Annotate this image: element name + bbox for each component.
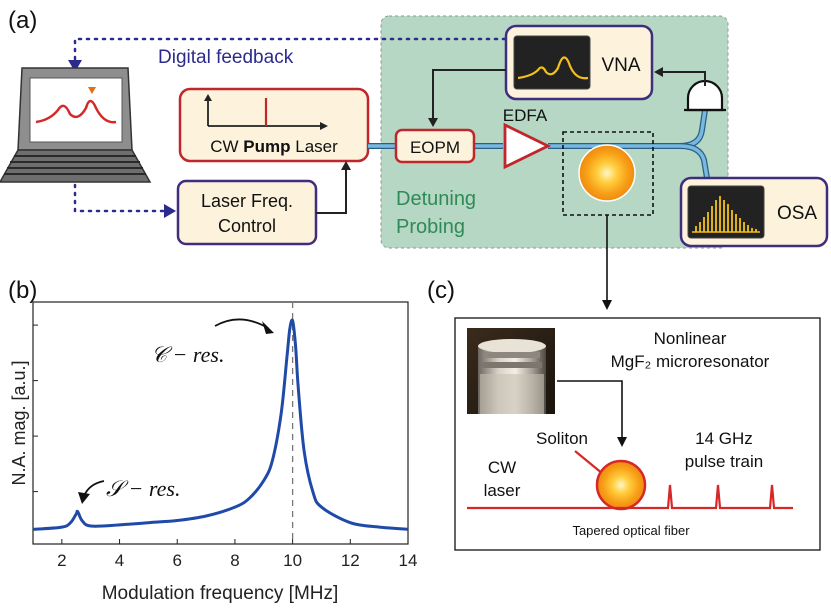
- edfa-amplifier-icon: [503, 122, 552, 170]
- annotation-s-arrowhead: [78, 492, 90, 504]
- photodiode-to-vna-line: [662, 71, 706, 86]
- eopm-label: EOPM: [410, 138, 460, 157]
- eopm-input-arrowhead: [428, 118, 438, 127]
- pulse-label-line1: 14 GHz: [695, 429, 753, 448]
- tapered-fiber-line: [467, 484, 793, 510]
- x-tick-label: 14: [399, 551, 418, 570]
- y-ticks: [33, 324, 38, 493]
- annotation-c-arrowhead: [262, 321, 274, 334]
- annotation-c-res: 𝒞 − res.: [151, 342, 224, 367]
- laptop-icon: [0, 67, 152, 183]
- y-axis-label: N.A. mag. [a.u.]: [9, 360, 29, 485]
- fiber-label: Tapered optical fiber: [572, 523, 690, 538]
- cw-label-line1: CW: [488, 458, 516, 477]
- series-line: [32, 318, 409, 531]
- freq-control-line2: Control: [218, 216, 276, 236]
- control-to-laser-line: [316, 168, 347, 214]
- chart-frame: [32, 301, 409, 545]
- vna-to-eopm-line: [432, 69, 506, 120]
- spectrum-chart: 2 4 6 8 10 12 14 N.A. mag. [a.u.] Modulation f…: [9, 301, 417, 604]
- resonator-photo: [467, 328, 555, 414]
- vna-box: VNA: [504, 24, 654, 101]
- osa-label: OSA: [777, 203, 817, 224]
- vna-input-arrowhead: [654, 67, 663, 77]
- digital-feedback-label: Digital feedback: [158, 47, 294, 68]
- annotation-c-arrow: [214, 318, 269, 329]
- vna-label: VNA: [601, 55, 640, 76]
- detuning-label-line1: Detuning: [396, 188, 476, 210]
- fiber-path: [368, 109, 710, 179]
- photodiode-icon: [684, 79, 726, 112]
- eopm-box: EOPM: [394, 128, 476, 164]
- x-tick-label: 12: [341, 551, 360, 570]
- x-tick-label: 8: [230, 551, 239, 570]
- osa-box: OSA: [679, 176, 829, 248]
- pump-laser-box: CW Pump Laser: [178, 87, 370, 163]
- digital-feedback-line: [73, 37, 507, 68]
- control-arrowhead: [164, 204, 176, 218]
- x-tick-label: 10: [283, 551, 302, 570]
- control-to-laser-arrowhead: [341, 161, 351, 170]
- x-axis-label: Modulation frequency [MHz]: [102, 583, 339, 604]
- x-tick-label: 2: [57, 551, 66, 570]
- cw-label-line2: laser: [484, 481, 521, 500]
- soliton-pointer: [574, 450, 604, 475]
- annotation-s-res: 𝒮 − res.: [106, 476, 180, 501]
- detuning-label-line2: Probing: [396, 216, 465, 238]
- inset-title-line1: Nonlinear: [654, 329, 727, 348]
- inset-title-line2: MgF₂ microresonator: [611, 352, 770, 371]
- edfa-label: EDFA: [503, 106, 548, 125]
- soliton-resonator-icon: [595, 459, 647, 511]
- x-tick-label: 4: [115, 551, 124, 570]
- pulse-label-line2: pulse train: [685, 452, 763, 471]
- x-tick-label: 6: [172, 551, 181, 570]
- panel-label-b: (b): [8, 277, 37, 304]
- microresonator-icon: [578, 144, 636, 202]
- control-feedback-line: [73, 183, 167, 213]
- panel-label-c: (c): [427, 277, 455, 304]
- freq-control-line1: Laser Freq.: [201, 191, 293, 211]
- photo-arrow-line: [557, 380, 623, 440]
- feedback-arrowhead: [68, 60, 82, 72]
- panel-label-a: (a): [8, 7, 37, 34]
- soliton-label: Soliton: [536, 429, 588, 448]
- freq-control-box: Laser Freq. Control: [176, 179, 318, 246]
- resonator-dashed-box: [562, 131, 654, 216]
- x-ticks: 2 4 6 8 10 12 14: [57, 539, 417, 570]
- pump-laser-label: CW Pump Laser: [210, 137, 338, 156]
- photo-arrowhead: [617, 437, 627, 447]
- inset-arrowhead: [602, 300, 612, 310]
